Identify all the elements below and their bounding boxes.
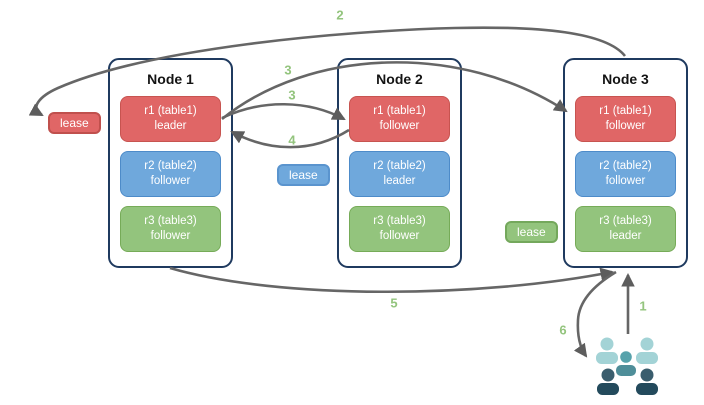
node-3: Node 3 r1 (table1) follower r2 (table2) …	[563, 58, 688, 268]
replica-role: follower	[605, 175, 646, 187]
lease-badge-r1: lease	[48, 112, 101, 134]
step-label-2: 2	[336, 7, 344, 23]
node-3-replica-r1: r1 (table1) follower	[575, 96, 676, 142]
replica-role: leader	[609, 230, 642, 242]
replica-name: r2 (table2)	[144, 160, 197, 173]
step-label-1: 1	[639, 298, 647, 314]
replica-name: r1 (table1)	[144, 105, 197, 118]
replica-name: r1 (table1)	[599, 105, 652, 118]
replica-role: follower	[605, 120, 646, 132]
node-1: Node 1 r1 (table1) leader r2 (table2) fo…	[108, 58, 233, 268]
node-2: Node 2 r1 (table1) follower r2 (table2) …	[337, 58, 462, 268]
replica-name: r2 (table2)	[373, 160, 426, 173]
node-1-replica-r2: r2 (table2) follower	[120, 151, 221, 197]
lease-badge-r2: lease	[277, 164, 330, 186]
lease-badge-r3: lease	[505, 221, 558, 243]
replica-role: follower	[379, 230, 420, 242]
replica-name: r3 (table3)	[144, 215, 197, 228]
node-3-replica-r3: r3 (table3) leader	[575, 206, 676, 252]
replica-name: r3 (table3)	[599, 215, 652, 228]
node-1-replica-r3: r3 (table3) follower	[120, 206, 221, 252]
node-2-replica-r3: r3 (table3) follower	[349, 206, 450, 252]
node-2-replica-r1: r1 (table1) follower	[349, 96, 450, 142]
node-3-title: Node 3	[602, 71, 649, 87]
step-label-3-lower: 3	[288, 87, 296, 103]
replica-role: follower	[150, 230, 191, 242]
node-2-title: Node 2	[376, 71, 423, 87]
replica-role: follower	[379, 120, 420, 132]
arrow-step-5	[169, 266, 614, 294]
replica-name: r3 (table3)	[373, 215, 426, 228]
replica-name: r1 (table1)	[373, 105, 426, 118]
step-label-4: 4	[288, 132, 296, 148]
step-label-6: 6	[559, 322, 567, 338]
replica-role: leader	[154, 120, 187, 132]
step-label-5: 5	[390, 295, 398, 311]
node-3-replica-r2: r2 (table2) follower	[575, 151, 676, 197]
step-label-3-upper: 3	[284, 62, 292, 78]
replica-role: follower	[150, 175, 191, 187]
node-1-title: Node 1	[147, 71, 194, 87]
node-1-replica-r1: r1 (table1) leader	[120, 96, 221, 142]
node-2-replica-r2: r2 (table2) leader	[349, 151, 450, 197]
replica-name: r2 (table2)	[599, 160, 652, 173]
users-icon	[596, 337, 658, 395]
arrow-step-3-to-node2	[221, 102, 346, 121]
replica-role: leader	[383, 175, 416, 187]
